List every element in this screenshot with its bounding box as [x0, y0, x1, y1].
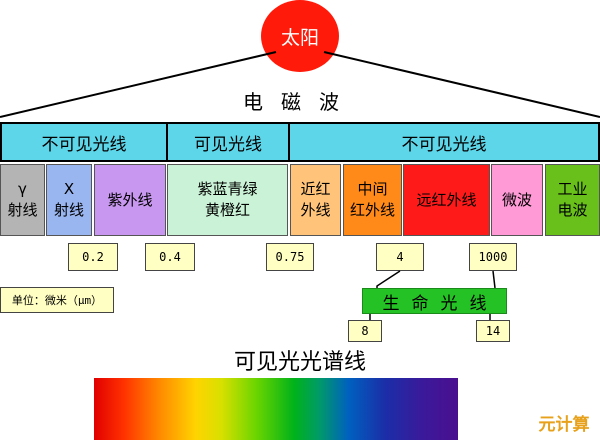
- wavelength-marker-0-2: 0.2: [68, 243, 118, 271]
- unit-label: 单位：微米（μm）: [0, 287, 114, 313]
- visible-spectrum-gradient: [94, 378, 458, 440]
- cell-ultraviolet: 紫外线: [94, 164, 166, 236]
- cell-microwave: 微波: [491, 164, 543, 236]
- band-invisible-right: 不可见光线: [288, 122, 600, 162]
- radiation-roof-lines: [0, 51, 600, 118]
- life-light-bar: 生命光线: [362, 288, 507, 314]
- band-invisible-left-label: 不可见光线: [41, 134, 127, 155]
- visible-spectrum-title: 可见光光谱线: [233, 350, 366, 375]
- watermark: 元计算: [538, 414, 590, 435]
- sun-circle: 太阳: [261, 0, 339, 72]
- band-visible: 可见光线: [166, 122, 290, 162]
- wavelength-marker-0-75: 0.75: [266, 243, 314, 271]
- band-visible-label: 可见光线: [194, 134, 262, 155]
- cell-near-infrared: 近红外线: [290, 164, 341, 236]
- life-light-start-marker: 8: [348, 320, 382, 342]
- sun-label: 太阳: [280, 26, 319, 49]
- wavelength-marker-0-4: 0.4: [145, 243, 195, 271]
- cell-far-infrared: 远红外线: [403, 164, 490, 236]
- life-light-label: 生命光线: [382, 293, 499, 314]
- cell-visible-colors: 紫蓝青绿黄橙红: [167, 164, 288, 236]
- life-light-end-marker: 14: [476, 320, 510, 342]
- band-invisible-left: 不可见光线: [0, 122, 168, 162]
- cell-mid-infrared: 中间红外线: [343, 164, 402, 236]
- cell-industrial-radio: 工业电波: [545, 164, 600, 236]
- wavelength-marker-4: 4: [376, 243, 424, 271]
- electromagnetic-wave-title: 电磁波: [243, 90, 357, 114]
- life-light-connector-lines: [369, 270, 496, 320]
- wavelength-marker-1000: 1000: [469, 243, 517, 271]
- band-invisible-right-label: 不可见光线: [401, 134, 487, 155]
